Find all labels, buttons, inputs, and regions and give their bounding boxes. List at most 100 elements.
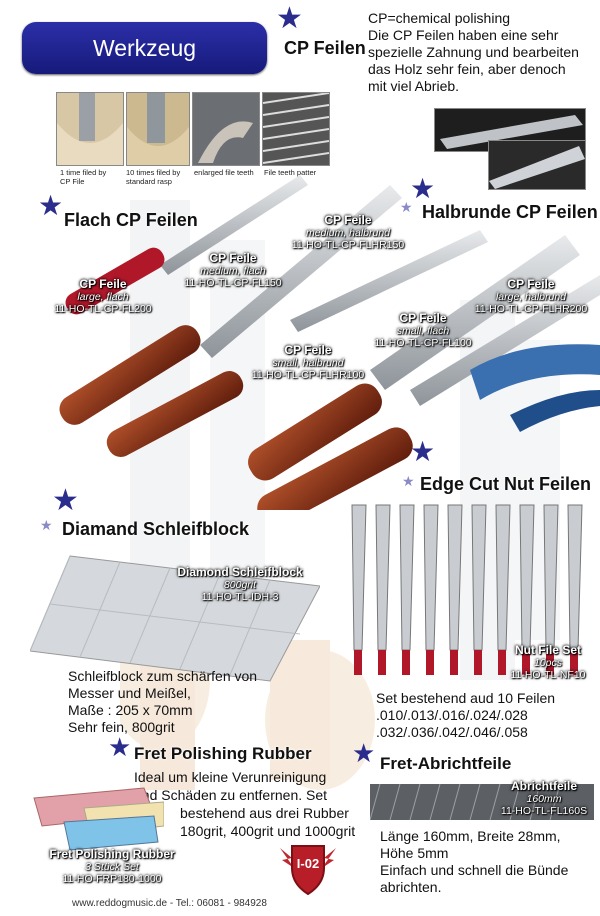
desc-line: Messer und Meißel,	[68, 685, 191, 701]
product-subtitle: large, flach	[77, 290, 129, 303]
cp-desc-line: mit viel Abrieb.	[368, 78, 460, 94]
footer-contact: www.reddogmusic.de - Tel.: 06081 - 98492…	[72, 898, 267, 909]
product-title: CP Feile	[399, 311, 447, 325]
desc-line: Länge 160mm, Breite 28mm,	[380, 828, 561, 844]
product-label: CP Feile medium, halbrund 11-HO-TL-CP-FL…	[278, 214, 418, 252]
abrichtfeile-photo	[370, 783, 594, 821]
product-title: CP Feile	[79, 277, 127, 291]
desc-line: Maße : 205 x 70mm	[68, 702, 193, 718]
product-subtitle: 800grit	[223, 578, 257, 591]
product-code: 11-HO-TL-CP-FLHR100	[251, 369, 365, 381]
cp-desc-line: CP=chemical polishing	[368, 10, 511, 26]
product-subtitle: medium, flach	[200, 264, 266, 277]
desc-line: Set bestehend aud 10 Feilen	[376, 690, 556, 706]
caption-line: standard rasp	[126, 177, 172, 186]
product-code: 11-HO-TL-CP-FL150	[184, 277, 282, 289]
sample-photo-cp-file	[56, 92, 124, 166]
photo-caption: 1 time filed by CP File	[60, 168, 106, 186]
fret-rubber-label: Fret Polishing Rubber 3 Stück Set 11-HO-…	[30, 848, 194, 886]
caption-line: CP File	[60, 177, 85, 186]
nut-set-label: Nut File Set 10pcs 11-HO-TL-NF10	[500, 644, 596, 682]
product-code: 11-HO-TL-CP-FLHR150	[291, 239, 405, 251]
product-label: CP Feile large, halbrund 11-HO-TL-CP-FLH…	[462, 278, 600, 316]
diamond-block-photo	[30, 555, 320, 682]
product-label: CP Feile medium, flach 11-HO-TL-CP-FL150	[168, 252, 298, 290]
desc-line: abrichten.	[380, 879, 442, 895]
product-title: CP Feile	[324, 213, 372, 227]
caption-line: 1 time filed by	[60, 168, 107, 177]
star-small-icon: ★	[40, 517, 53, 533]
cp-description: CP=chemical polishing Die CP Feilen habe…	[368, 10, 579, 95]
star-icon: ★	[410, 173, 436, 204]
cp-desc-line: Die CP Feilen haben eine sehr	[368, 27, 559, 43]
product-title: Fret Polishing Rubber	[49, 847, 175, 861]
star-icon: ★	[38, 190, 64, 221]
abricht-heading: Fret-Abrichtfeile	[380, 754, 512, 773]
desc-line: und Schäden zu entfernen. Set	[134, 787, 328, 803]
product-code: 11-HO-TL-IDH-3	[201, 591, 279, 603]
product-title: Nut File Set	[514, 643, 581, 657]
product-subtitle: small, halbrund	[272, 356, 344, 369]
product-label: CP Feile small, flach 11-HO-TL-CP-FL100	[358, 312, 488, 350]
photo-caption: File teeth patter	[264, 168, 317, 177]
desc-line: Höhe 5mm	[380, 845, 449, 861]
product-title: Abrichtfeile	[510, 779, 577, 793]
abricht-description: Länge 160mm, Breite 28mm, Höhe 5mm Einfa…	[380, 828, 568, 896]
desc-line: 180grit, 400grit und 1000grit	[180, 823, 356, 839]
star-icon: ★	[352, 738, 376, 768]
product-code: 11-HO-TL-FL160S	[500, 805, 588, 817]
fret-rubber-heading: Fret Polishing Rubber	[134, 744, 312, 763]
product-subtitle: 160mm	[526, 792, 562, 805]
star-icon: ★	[52, 484, 79, 517]
desc-line: Ideal um kleine Verunreinigung	[134, 769, 327, 785]
product-title: CP Feile	[284, 343, 332, 357]
desc-line: bestehend aus drei Rubber	[180, 805, 349, 821]
star-icon: ★	[108, 732, 132, 762]
product-label: CP Feile small, halbrund 11-HO-TL-CP-FLH…	[238, 344, 378, 382]
product-code: 11-HO-TL-NF10	[510, 669, 586, 681]
fret-rubber-description: Ideal um kleine Verunreinigung und Schäd…	[134, 768, 355, 840]
photo-caption: 10 times filed by standard rasp	[126, 168, 180, 186]
desc-line: Einfach und schnell die Bünde	[380, 862, 569, 878]
cp-feilen-heading: CP Feilen	[284, 38, 366, 58]
page-badge-text: I-02	[296, 856, 320, 871]
desc-line: .032/.036/.042/.046/.058	[376, 724, 528, 740]
diamond-description: Schleifblock zum schärfen von Messer und…	[68, 668, 257, 736]
cp-desc-line: das Holz sehr fein, aber denoch	[368, 61, 566, 77]
star-small-icon: ★	[400, 199, 413, 215]
cp-file-closeup-photo-2	[488, 140, 586, 190]
desc-line: .010/.013/.016/.024/.028	[376, 707, 528, 723]
star-icon: ★	[410, 436, 436, 467]
product-code: 11-HO-TL-CP-FLHR200	[474, 303, 588, 315]
page-badge-icon	[280, 845, 336, 896]
nut-file-set-photo	[351, 504, 583, 675]
product-subtitle: 3 Stück Set	[85, 860, 139, 873]
page-title-banner: Werkzeug	[22, 22, 267, 74]
sample-photo-teeth-pattern	[262, 92, 330, 166]
product-title: Diamond Schleifblock	[177, 565, 303, 579]
edge-cut-heading: Edge Cut Nut Feilen	[420, 474, 591, 494]
halbrund-heading: Halbrunde CP Feilen	[422, 202, 598, 222]
polishing-rubber-photo	[33, 787, 164, 851]
caption-line: 10 times filed by	[126, 168, 181, 177]
product-label: CP Feile large, flach 11-HO-TL-CP-FL200	[38, 278, 168, 316]
product-code: 11-HO-FRP180-1000	[62, 873, 162, 885]
product-subtitle: medium, halbrund	[305, 226, 391, 239]
sample-photo-standard-rasp	[126, 92, 190, 166]
diamond-label: Diamond Schleifblock 800grit 11-HO-TL-ID…	[160, 566, 320, 604]
product-subtitle: small, flach	[396, 324, 450, 337]
nut-set-description: Set bestehend aud 10 Feilen .010/.013/.0…	[376, 690, 555, 741]
desc-line: Sehr fein, 800grit	[68, 719, 175, 735]
page-title: Werkzeug	[92, 34, 197, 61]
photo-caption: enlarged file teeth	[194, 168, 254, 177]
star-icon: ★	[276, 2, 303, 35]
diamond-heading: Diamand Schleifblock	[62, 519, 250, 539]
sample-photo-file-teeth	[192, 92, 260, 166]
desc-line: Schleifblock zum schärfen von	[68, 668, 258, 684]
product-code: 11-HO-TL-CP-FL200	[54, 303, 152, 315]
product-subtitle: 10pcs	[533, 656, 563, 669]
product-title: CP Feile	[209, 251, 257, 265]
abricht-label: Abrichtfeile 160mm 11-HO-TL-FL160S	[492, 780, 596, 818]
cp-desc-line: spezielle Zahnung und bearbeiten	[368, 44, 579, 60]
product-subtitle: large, halbrund	[495, 290, 567, 303]
